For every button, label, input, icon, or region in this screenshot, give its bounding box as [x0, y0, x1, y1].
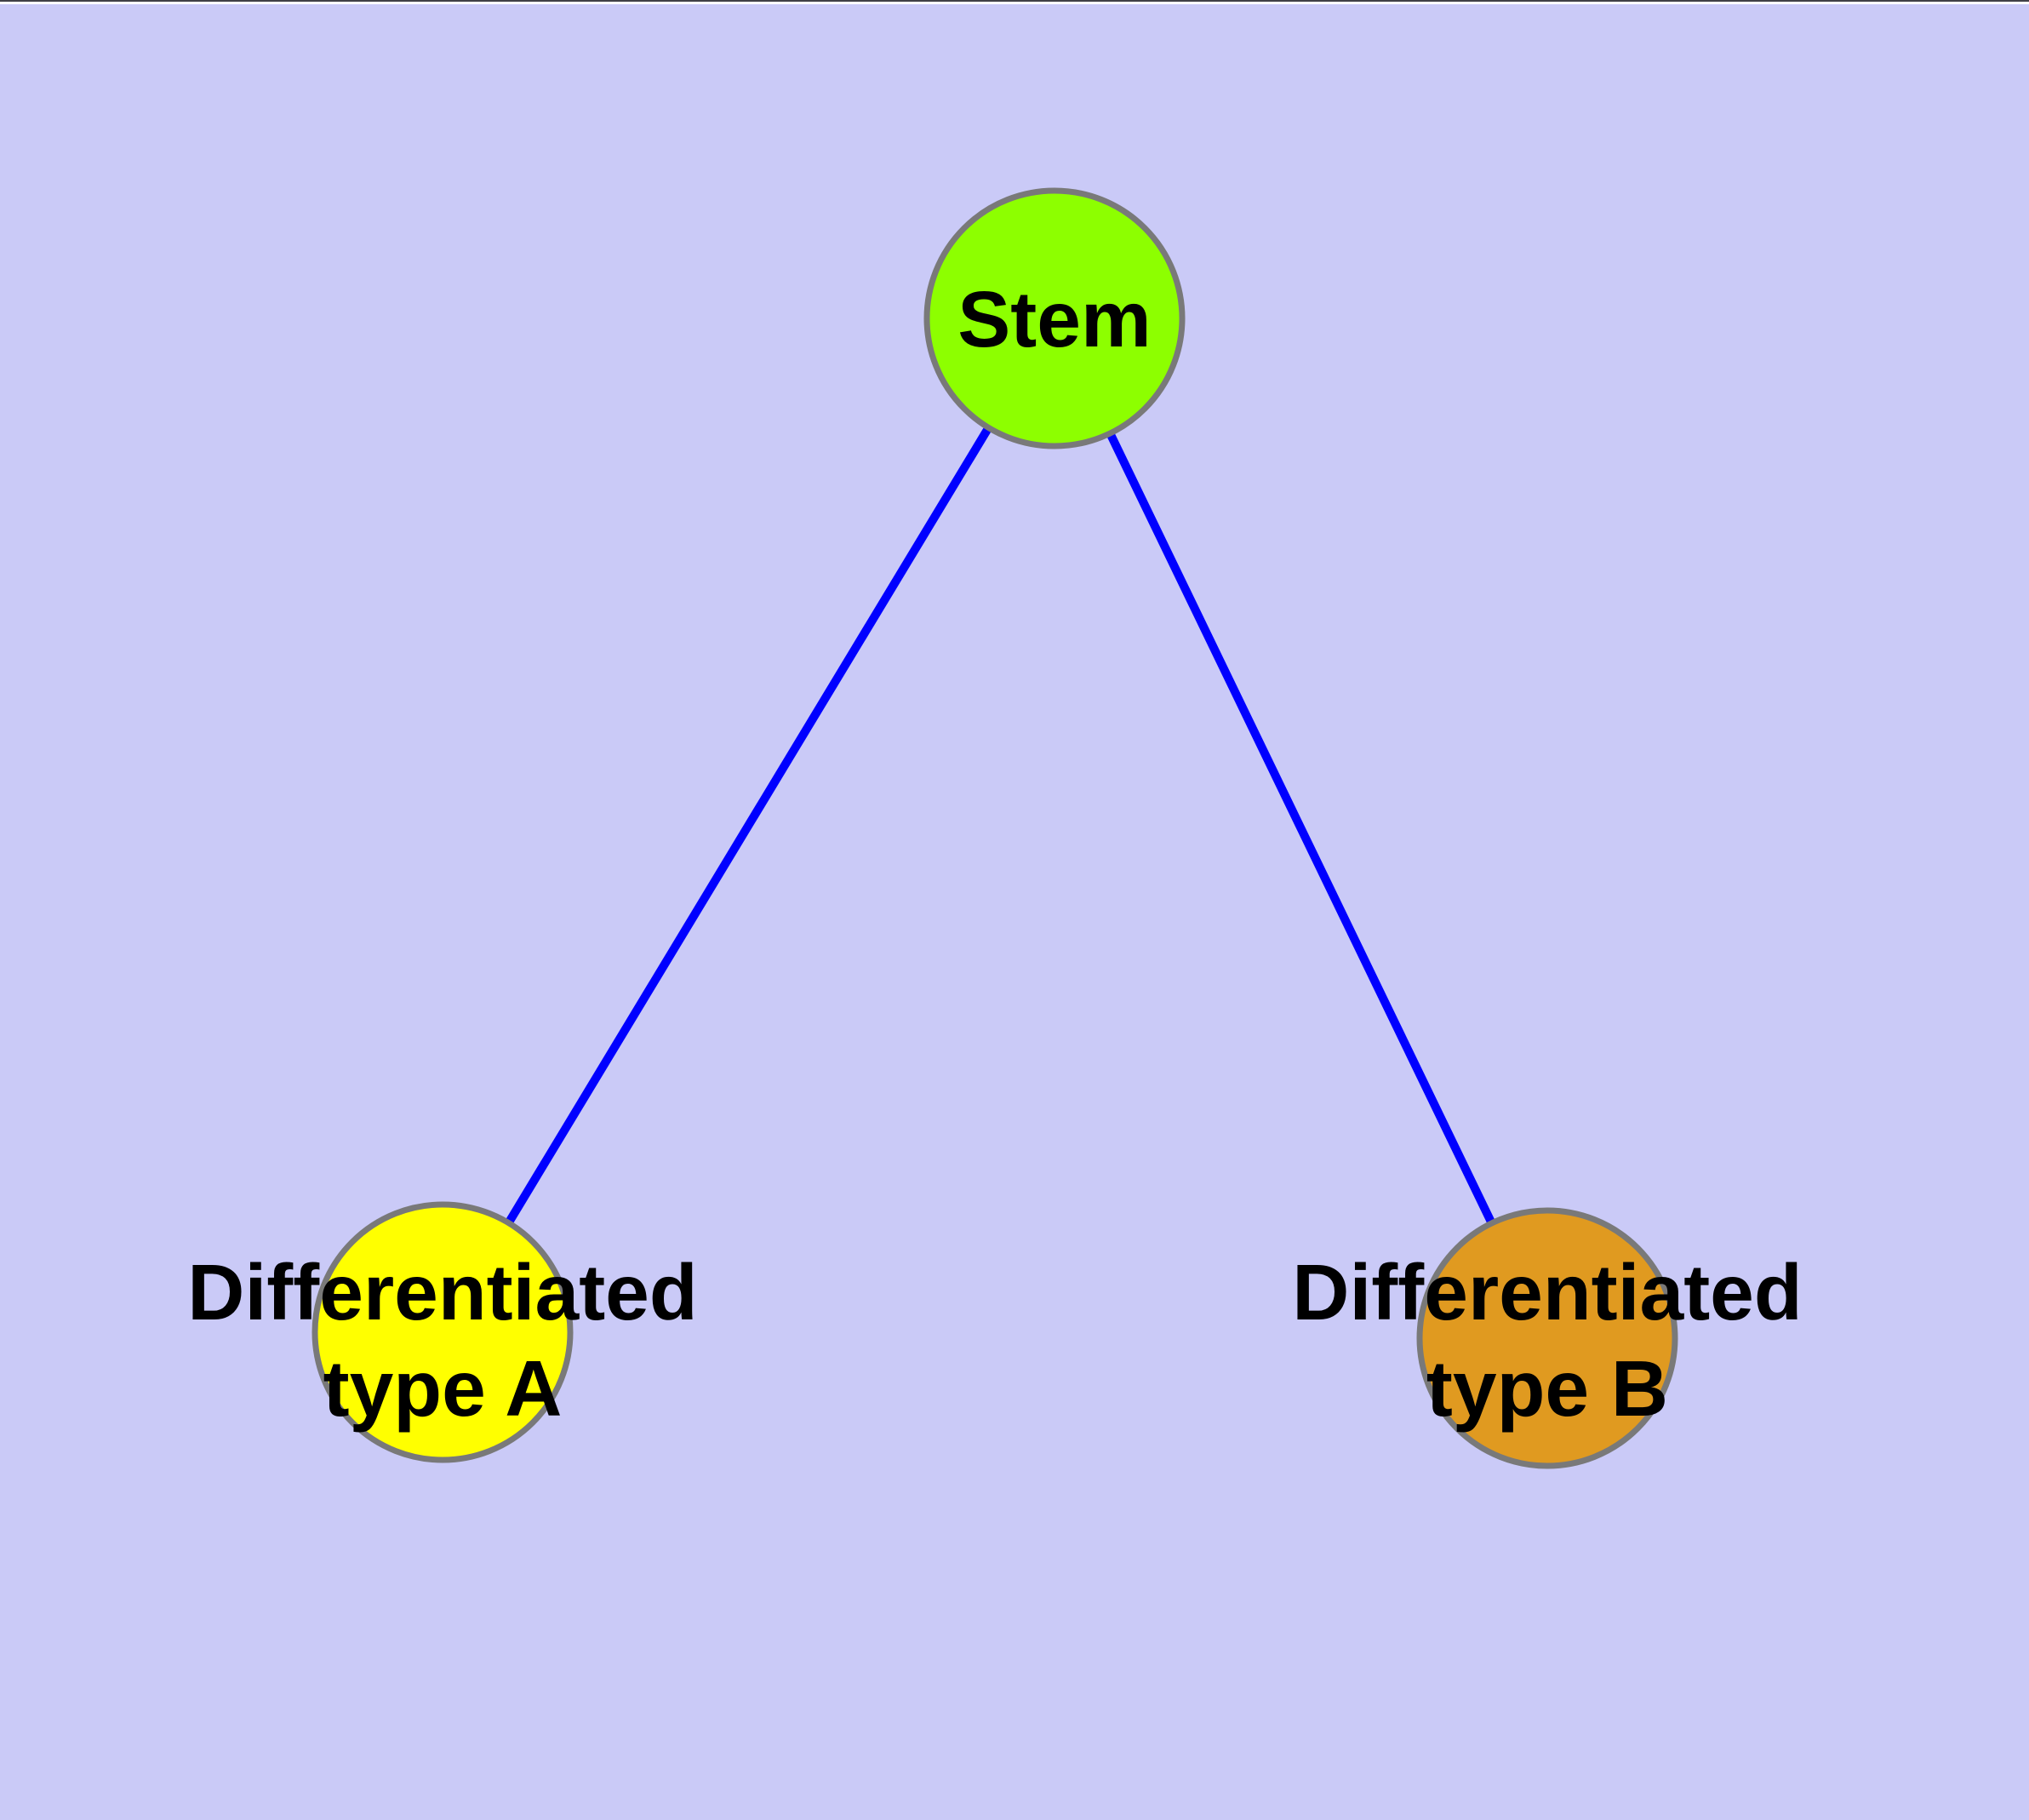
node-label-type-b-line1: Differentiated	[1292, 1248, 1802, 1336]
node-label-type-a-line2: type A	[323, 1344, 563, 1433]
node-differentiated-type-a[interactable]	[311, 1201, 574, 1463]
window-top-edge-line	[0, 0, 2029, 2]
edge-stem-to-type-b	[1050, 316, 1552, 1341]
node-label-type-a-line1: Differentiated	[187, 1248, 697, 1336]
node-label-stem: Stem	[957, 275, 1151, 363]
network-graph: Stem Differentiated type A Differentiate…	[187, 187, 1803, 1469]
node-stem[interactable]	[923, 187, 1186, 449]
edge-stem-to-type-a	[438, 316, 1059, 1335]
label-layer: Stem Differentiated type A Differentiate…	[187, 275, 1802, 1433]
edge-layer	[438, 316, 1552, 1341]
node-layer	[311, 187, 1678, 1469]
window-top-edge-strip	[0, 2, 2029, 4]
node-differentiated-type-b[interactable]	[1416, 1207, 1678, 1469]
node-label-type-b-line2: type B	[1426, 1344, 1668, 1433]
